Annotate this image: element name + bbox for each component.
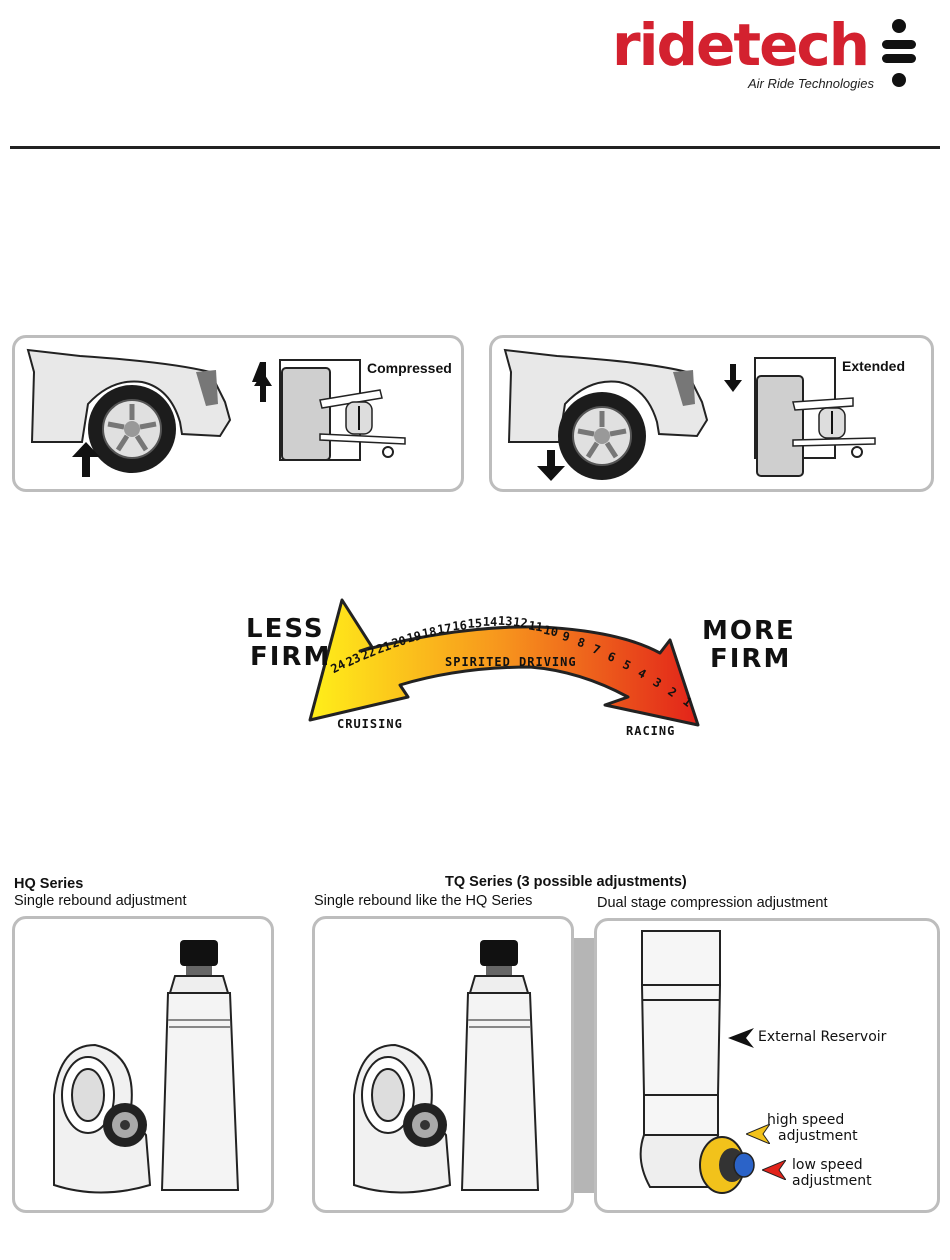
- tq-series-subtitle-rebound: Single rebound like the HQ Series: [314, 893, 533, 909]
- extended-label: Extended: [842, 358, 906, 374]
- tq-series-title: TQ Series (3 possible adjustments): [445, 874, 687, 890]
- compressed-label: Compressed: [367, 360, 452, 376]
- hq-shock-illustration: [53, 940, 240, 1194]
- firmness-scale-number: 16: [452, 618, 468, 633]
- racing-label: RACING: [626, 724, 676, 738]
- firmness-scale-number: 21: [375, 639, 393, 657]
- less-firm-label-line1: LESS: [246, 614, 325, 644]
- firmness-scale-number: 11: [527, 618, 544, 634]
- firmness-scale-number: 9: [561, 629, 572, 644]
- ridetech-mark-icon: [882, 19, 916, 87]
- firmness-scale-number: 15: [467, 616, 482, 631]
- hq-series-subtitle: Single rebound adjustment: [14, 893, 187, 909]
- spirited-driving-label: SPIRITED DRIVING: [445, 655, 577, 669]
- low-speed-adjustment-label: adjustment: [792, 1173, 872, 1189]
- compressed-illustration: [26, 348, 406, 477]
- external-reservoir-label: External Reservoir: [758, 1029, 887, 1045]
- brand-tagline: Air Ride Technologies: [748, 76, 874, 91]
- firmness-scale-number: 8: [576, 635, 587, 651]
- firmness-scale-number: 7: [591, 642, 603, 658]
- firmness-scale-number: 14: [483, 615, 498, 629]
- low-speed-label: low speed: [792, 1157, 863, 1173]
- more-firm-label-line2: FIRM: [710, 644, 792, 674]
- low-speed-pointer-icon: [762, 1160, 786, 1180]
- firmness-scale-number: 17: [436, 621, 452, 637]
- high-speed-adjustment-label: adjustment: [778, 1128, 858, 1144]
- high-speed-pointer-icon: [746, 1124, 770, 1144]
- external-reservoir-illustration: [639, 930, 755, 1194]
- brand-logo-text: ridetech: [612, 11, 870, 79]
- tq-panel-connector: [572, 938, 598, 1193]
- extended-illustration: [503, 348, 876, 481]
- firmness-scale-number: 22: [359, 644, 378, 662]
- firmness-scale-number: 18: [421, 624, 438, 640]
- high-speed-label: high speed: [767, 1112, 845, 1128]
- more-firm-label-line1: MORE: [702, 616, 796, 646]
- external-reservoir-pointer-icon: [728, 1028, 754, 1048]
- firmness-scale-number: 20: [390, 633, 408, 651]
- tq-series-subtitle-compression: Dual stage compression adjustment: [597, 895, 828, 911]
- header-divider: [10, 146, 940, 149]
- firmness-scale-number: 23: [344, 650, 363, 669]
- cruising-label: CRUISING: [337, 717, 403, 731]
- firmness-scale-number: 12: [512, 615, 528, 631]
- tq-rebound-shock-illustration: [353, 940, 540, 1194]
- firmness-scale-number: 13: [498, 614, 513, 629]
- firmness-scale-number: 24: [328, 657, 347, 676]
- firmness-scale-number: 19: [405, 629, 422, 646]
- less-firm-label-line2: FIRM: [250, 642, 332, 672]
- hq-series-title: HQ Series: [14, 876, 84, 892]
- firmness-scale-number: 10: [542, 623, 559, 640]
